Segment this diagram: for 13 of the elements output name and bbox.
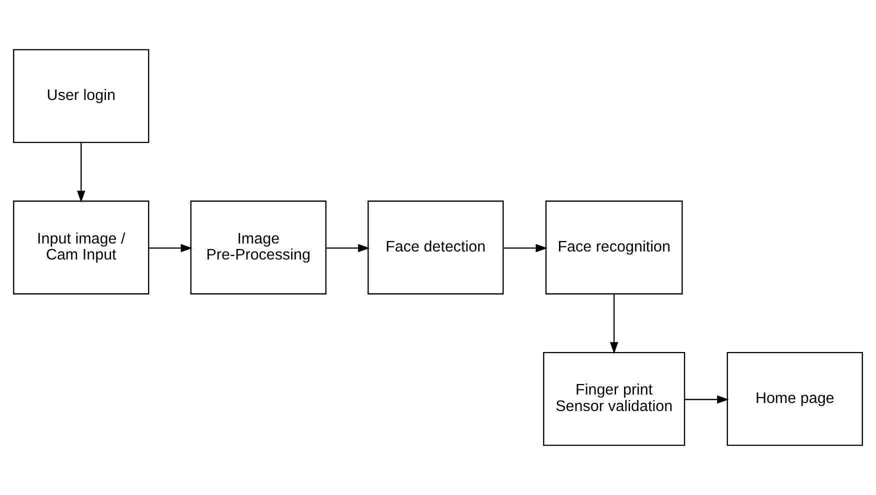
node-box: Face recognition: [545, 200, 683, 294]
node-box: User login: [13, 49, 150, 144]
node-box: Finger print Sensor validation: [543, 352, 686, 446]
arrow: [685, 395, 729, 404]
arrow: [610, 294, 618, 354]
node-box: Image Pre-Processing: [190, 200, 326, 294]
arrow: [148, 244, 193, 252]
arrow: [326, 244, 370, 252]
arrow: [77, 142, 86, 202]
node-box: Home page: [726, 352, 863, 446]
node-box: Input image / Cam Input: [13, 200, 150, 294]
node-box: Face detection: [368, 200, 504, 294]
arrow: [504, 244, 548, 252]
